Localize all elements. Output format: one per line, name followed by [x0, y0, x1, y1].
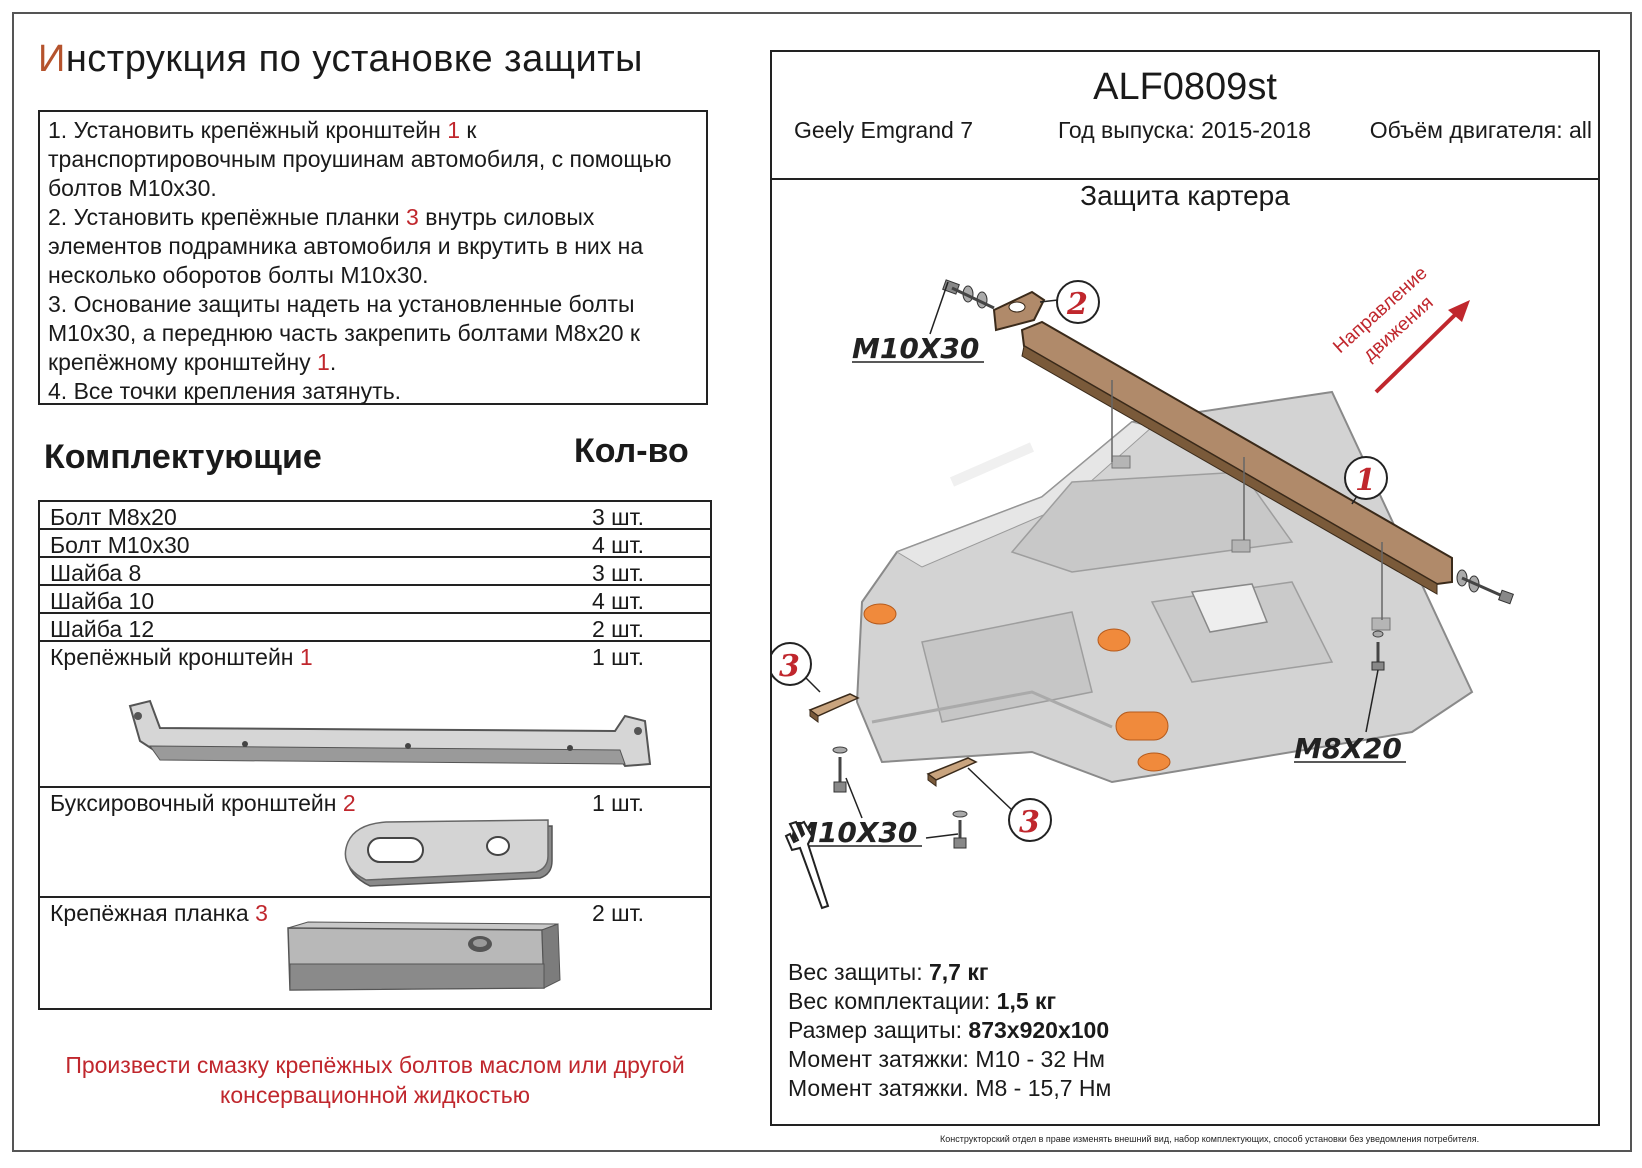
tow-bracket-drawing: [942, 279, 1046, 332]
svg-text:3: 3: [1019, 805, 1040, 840]
step-4: 4. Все точки крепления затянуть.: [48, 378, 402, 404]
mounting-bracket-drawing: [1020, 320, 1453, 620]
skid-plate-drawing: [855, 390, 1474, 784]
instruction-steps: 1. Установить крепёжный кронштейн 1 к тр…: [38, 110, 708, 405]
table-row: Крепёжный кронштейн 1 1 шт.: [40, 642, 710, 788]
car-model: Geely Emgrand 7: [794, 117, 973, 143]
wrench-icon: [784, 820, 830, 910]
bottom-bolts-drawing: [832, 630, 1385, 849]
mounting-bracket-image: [128, 699, 652, 768]
mounting-plate-drawing: [808, 693, 978, 787]
quantity-heading: Кол-во: [574, 432, 689, 470]
disclaimer-note: Конструкторский отдел в праве изменять в…: [940, 1134, 1480, 1144]
table-row: Крепёжная планка 3 2 шт.: [40, 898, 710, 1008]
product-header: ALF0809st Geely Emgrand 7 Год выпуска: 2…: [772, 52, 1598, 180]
step-1: 1. Установить крепёжный кронштейн 1 к тр…: [48, 117, 672, 201]
product-specs: Вес защиты: 7,7 кг Вес комплектации: 1,5…: [788, 958, 1111, 1103]
direction-arrow-icon: [1448, 300, 1470, 322]
mounting-plate-image: [287, 921, 561, 991]
product-code: ALF0809st: [1093, 66, 1277, 108]
callout-1: 1: [1344, 456, 1388, 500]
direction-indicator: Направление движения: [1329, 263, 1470, 394]
callout-3b: 3: [1008, 798, 1052, 842]
bolt-label-m10-bottom: M10X30: [790, 816, 917, 849]
page-frame: [12, 12, 1632, 1152]
step-3: 3. Основание защиты надеть на установлен…: [48, 291, 640, 375]
assembly-diagram: M10X30 M10X30 M8X20 2 1 3 3 Направление …: [772, 263, 1514, 849]
spec-weight: Вес защиты: 7,7 кг: [788, 959, 989, 985]
callout-3a: 3: [772, 642, 812, 686]
svg-text:3: 3: [779, 649, 800, 684]
page-title: Инструкция по установке защиты: [38, 38, 643, 80]
table-row: Буксировочный кронштейн 2 1 шт.: [40, 788, 710, 898]
svg-text:2: 2: [1066, 287, 1088, 322]
product-panel: ALF0809st Geely Emgrand 7 Год выпуска: 2…: [770, 50, 1600, 1126]
bolt-label-m8: M8X20: [1294, 732, 1402, 765]
spec-torque-m8: Момент затяжки. М8 - 15,7 Нм: [788, 1075, 1112, 1101]
lubrication-warning: Произвести смазку крепёжных болтов масло…: [65, 1052, 685, 1108]
tow-bracket-image: [344, 819, 553, 887]
step-2: 2. Установить крепёжные планки 3 внутрь …: [48, 204, 644, 288]
bolt-label-m10-top: M10X30: [852, 332, 979, 365]
spec-torque-m10: Момент затяжки: М10 - 32 Нм: [788, 1046, 1105, 1072]
engine-volume: Объём двигателя: all: [1369, 117, 1592, 143]
right-bolt-drawing: [1456, 569, 1514, 605]
callout-2: 2: [1056, 280, 1100, 324]
model-year: Год выпуска: 2015-2018: [1058, 117, 1312, 143]
spec-size: Размер защиты: 873x920x100: [788, 1017, 1110, 1043]
product-subtitle: Защита картера: [1080, 180, 1290, 211]
components-heading: Комплектующие: [44, 438, 322, 476]
svg-text:1: 1: [1355, 463, 1376, 498]
spec-kit-weight: Вес комплектации: 1,5 кг: [788, 988, 1057, 1014]
